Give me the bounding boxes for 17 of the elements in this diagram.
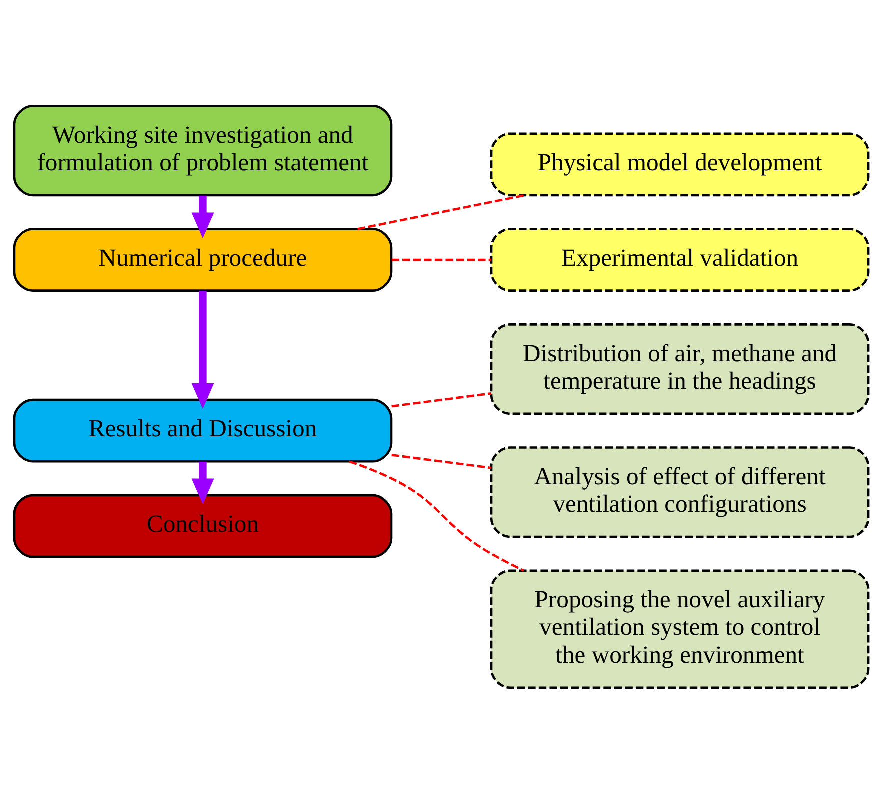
node-box: Analysis of effect of different ventilation configurations bbox=[490, 446, 870, 538]
node-box: Working site investigation and formulation of problem statement bbox=[13, 104, 393, 196]
connector bbox=[392, 454, 492, 469]
connector bbox=[392, 258, 492, 261]
node-box: Results and Discussion bbox=[13, 398, 393, 462]
node-box: Physical model development bbox=[490, 132, 870, 196]
node-box: Conclusion bbox=[13, 494, 393, 558]
arrow bbox=[192, 461, 214, 504]
connector bbox=[349, 460, 524, 572]
arrow bbox=[192, 290, 214, 409]
connector bbox=[392, 392, 492, 408]
node-box: Experimental validation bbox=[490, 228, 870, 292]
arrow bbox=[192, 195, 214, 238]
connector bbox=[358, 194, 526, 230]
node-box: Distribution of air, methane and temperature in the headings bbox=[490, 323, 870, 415]
node-box: Numerical procedure bbox=[13, 228, 393, 292]
node-box: Proposing the novel auxiliary ventilation system to control the working environment bbox=[490, 569, 870, 688]
